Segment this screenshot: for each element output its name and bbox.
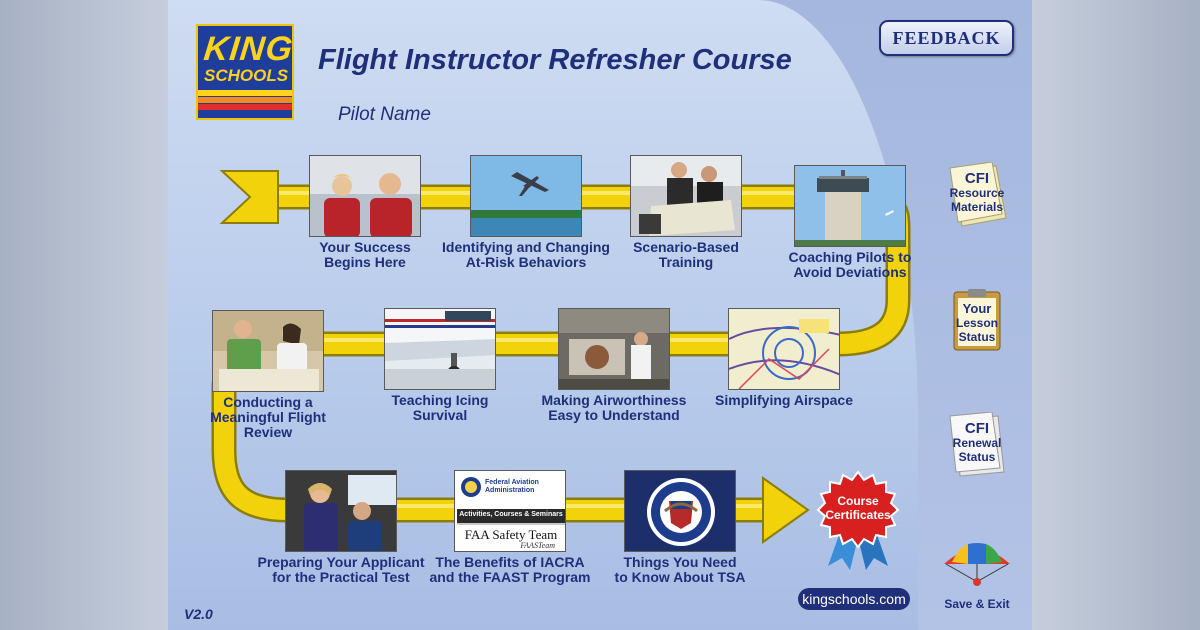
clipboard-icon (953, 289, 1001, 351)
pilot-name: Pilot Name (338, 104, 431, 125)
cfi-renewal-status-button[interactable]: CFI Renewal Status (938, 412, 1016, 477)
feedback-button[interactable]: FEEDBACK (879, 20, 1014, 56)
module-caption: Simplifying Airspace (715, 392, 853, 408)
plane-over-water-photo (470, 155, 582, 237)
logo-stripe (198, 104, 292, 110)
left-margin (0, 0, 168, 630)
document-icon (949, 412, 1005, 477)
sectional-chart-photo (728, 308, 840, 390)
parachute-icon (944, 543, 1010, 586)
hangar-inspection-photo (558, 308, 670, 390)
faa-team-name: FAA Safety Team (464, 527, 558, 542)
instructors-photo (309, 155, 421, 237)
faast-wordmark: FAASTeam (520, 541, 555, 550)
iced-aircraft-photo (384, 308, 496, 390)
tool-label: CFI Renewal Status (952, 420, 1002, 464)
flight-review-photo (212, 310, 324, 392)
dhs-seal-image (624, 470, 736, 552)
kingschools-logo: KING SCHOOLS (196, 24, 294, 120)
logo-stripe (198, 90, 292, 96)
certificate-seal-icon (816, 470, 900, 570)
website-link[interactable]: kingschools.com (798, 588, 910, 610)
module-simplifying-airspace[interactable]: Simplifying Airspace (715, 308, 853, 408)
logo-schools-text: SCHOOLS (204, 66, 289, 85)
save-exit-label: Save & Exit (944, 597, 1010, 611)
version-label: V2.0 (184, 606, 213, 622)
logo-stripe (198, 97, 292, 103)
cockpit-instruction-photo (285, 470, 397, 552)
chart-planning-photo (630, 155, 742, 237)
control-tower-photo (794, 165, 906, 247)
tool-label: Your Lesson Status (955, 301, 998, 345)
tool-label: CFI Resource Materials (949, 170, 1005, 214)
cfi-resource-materials-button[interactable]: CFI Resource Materials (938, 162, 1016, 227)
faa-banner: Activities, Courses & Seminars (459, 511, 563, 518)
document-icon (949, 162, 1007, 227)
lesson-status-button[interactable]: Your Lesson Status (938, 288, 1016, 351)
right-margin (1032, 0, 1200, 630)
logo-king-text: KING (202, 30, 294, 68)
page-title: Flight Instructor Refresher Course (318, 44, 792, 76)
course-stage: KING SCHOOLS Flight Instructor Refresher… (168, 0, 1032, 630)
save-exit-button[interactable]: Save & Exit (938, 540, 1016, 611)
